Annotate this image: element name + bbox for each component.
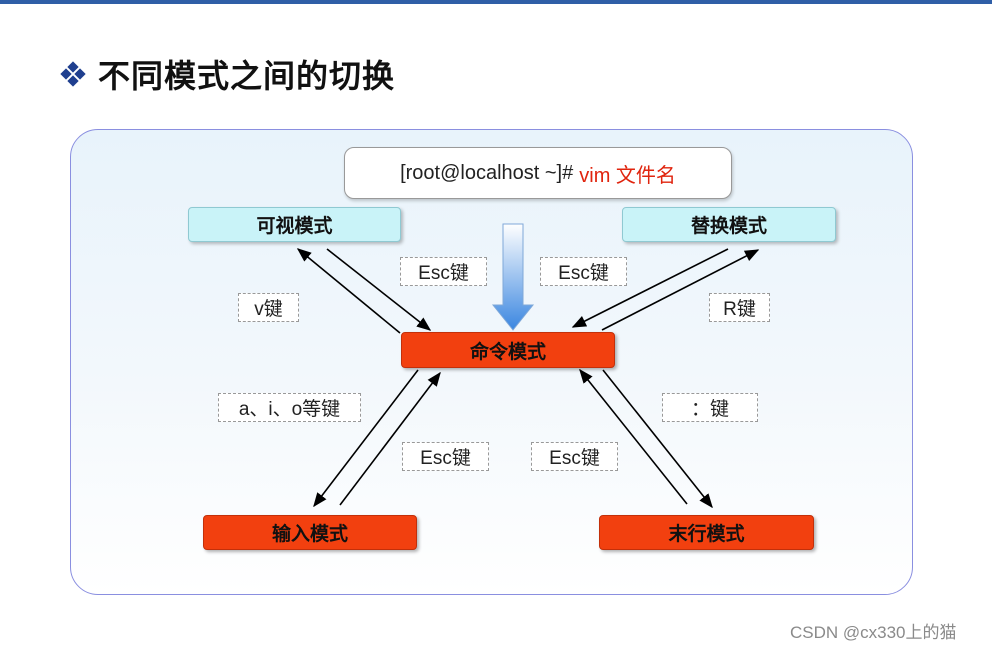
v-key-label: v键 (238, 293, 299, 322)
arrow-command-to-lastline (602, 369, 713, 509)
aio-key-label: a、i、o等键 (218, 393, 361, 422)
csdn-watermark: CSDN @cx330上的猫 (790, 623, 957, 642)
r-key-label: R键 (709, 293, 770, 322)
shell-prompt: [root@localhost ~]# (400, 161, 574, 184)
colon-key-label: ：键 (662, 393, 758, 422)
esc-key-label: Esc键 (540, 257, 627, 286)
vim-command-box: [root@localhost ~]# vim 文件名 (344, 147, 732, 199)
arrow-visual-to-command (326, 248, 432, 331)
arrow-replace-to-command (571, 248, 729, 328)
arrow-command-to-visual (296, 248, 401, 334)
insert-mode-box: 输入模式 (203, 515, 417, 550)
arrow-insert-to-command (339, 371, 441, 506)
entry-arrow (491, 223, 535, 331)
slide-title: 不同模式之间的切换 (60, 50, 396, 98)
esc-key-label: Esc键 (531, 442, 618, 471)
esc-key-label: Esc键 (400, 257, 487, 286)
visual-mode-box: 可视模式 (188, 207, 401, 242)
top-accent-bar (0, 0, 992, 4)
command-mode-box: 命令模式 (401, 332, 615, 368)
arrow-command-to-replace (601, 249, 760, 331)
arrow-command-to-insert (313, 369, 419, 508)
replace-mode-box: 替换模式 (622, 207, 836, 242)
page-title: 不同模式之间的切换 (98, 57, 396, 95)
vim-command: vim 文件名 (579, 164, 676, 187)
lastline-mode-box: 末行模式 (599, 515, 814, 550)
arrow-lastline-to-command (579, 368, 688, 505)
esc-key-label: Esc键 (402, 442, 489, 471)
